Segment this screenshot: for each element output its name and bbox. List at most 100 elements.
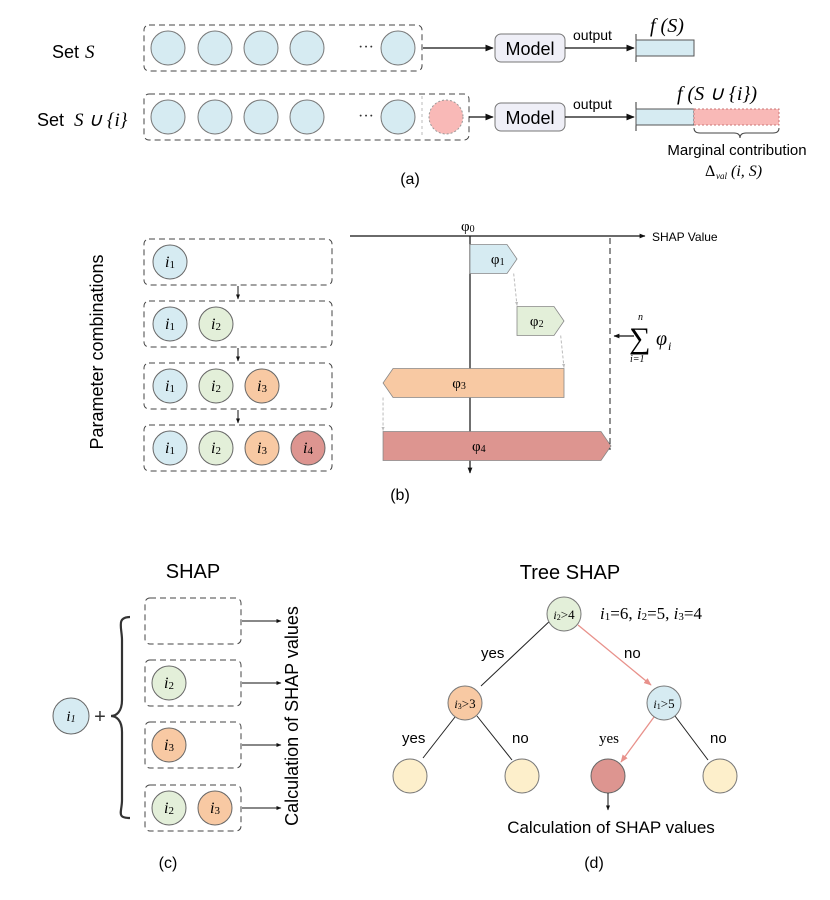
right-node: [646, 685, 682, 721]
ellipsis-2: ···: [358, 108, 374, 125]
sum-term-subscript: i: [668, 339, 671, 353]
set-element: [197, 99, 233, 135]
model-label-2: Model: [505, 108, 554, 128]
edge-label-no-right: no: [710, 730, 727, 747]
combination-box: [143, 300, 333, 348]
combination-box: [143, 424, 333, 472]
shap-bar-2: [516, 306, 565, 336]
root-node-label: i2>4: [553, 607, 575, 622]
feature-i2: [198, 306, 234, 342]
shap-bar-4: [382, 431, 612, 461]
plus-sign: +: [94, 706, 106, 728]
feature-label-i3: i3: [210, 800, 220, 817]
phi0-label: φ0: [461, 219, 475, 235]
feature-label-i4: i4: [303, 440, 313, 457]
sum-term: φ: [656, 328, 667, 350]
calculation-label: Calculation of SHAP values: [507, 818, 715, 837]
edge-label-yes-left: yes: [402, 730, 425, 747]
subset-box: [144, 721, 242, 769]
feature-i3: [244, 368, 280, 404]
new-element-i: [428, 99, 464, 135]
marginal-brace: [693, 127, 780, 139]
root-node: [546, 596, 582, 632]
feature-label-i1: i1: [165, 440, 175, 457]
set-s-union-elements: [150, 99, 416, 135]
feature-i1: [152, 368, 188, 404]
leaf-node-selected: [590, 758, 626, 794]
shap-bar-label: φ1: [491, 252, 505, 268]
caption-a: (a): [400, 171, 420, 188]
feature-i3: [244, 430, 280, 466]
combination-box: [143, 362, 333, 410]
caption-b: (b): [390, 487, 410, 504]
feature-i4: [290, 430, 326, 466]
sum-subscript: i=1: [630, 354, 645, 365]
feature-i2: [151, 665, 187, 701]
feature-label-i2: i2: [211, 440, 221, 457]
feature-label-i1: i1: [165, 378, 175, 395]
caption-c: (c): [159, 855, 178, 872]
edge-label-no-left: no: [512, 730, 529, 747]
model-label-1: Model: [505, 39, 554, 59]
base-element-label: i1: [66, 709, 75, 725]
feature-label-i3: i3: [164, 737, 174, 754]
edge-left-yes: [422, 716, 456, 759]
shap-value-axis-label: SHAP Value: [652, 230, 718, 244]
connector-line: [560, 335, 566, 368]
shap-bar-3: [382, 368, 565, 398]
feature-i2: [198, 368, 234, 404]
left-node-label: i3>3: [454, 696, 475, 711]
subset-brace: [110, 615, 131, 820]
calculation-label-vertical: Calculation of SHAP values: [282, 606, 302, 826]
f-s-part-bar: [635, 108, 695, 126]
set-s-box: [143, 24, 423, 72]
panel-a: Set S ··· Model output f (S) Set S ∪ {i}…: [37, 15, 807, 188]
set-s-label: Set: [52, 42, 79, 62]
feature-label-i1: i1: [165, 254, 175, 271]
right-node-label: i1>5: [653, 696, 674, 711]
leaf-node-4: [702, 758, 738, 794]
set-element: [150, 30, 186, 66]
caption-d: (d): [584, 855, 604, 872]
feature-i1: [152, 306, 188, 342]
delta-args: (i, S): [731, 163, 762, 180]
output-label-1: output: [573, 27, 612, 43]
parameter-combinations-label: Parameter combinations: [87, 254, 107, 449]
set-s-union-symbol: S ∪ {i}: [74, 110, 128, 131]
f-s-bar: [635, 39, 695, 57]
edge-right-no: [674, 715, 709, 761]
base-element-i1: [52, 697, 90, 735]
shap-bar-label: φ3: [452, 376, 466, 392]
feature-label-i2: i2: [211, 378, 221, 395]
feature-i2: [198, 430, 234, 466]
f-s-union-label: f (S ∪ {i}): [677, 83, 757, 105]
sum-superscript: n: [638, 312, 643, 323]
set-s-union-label: Set: [37, 110, 64, 130]
shap-bar-label: φ4: [472, 439, 486, 455]
set-element: [243, 99, 279, 135]
ellipsis: ···: [358, 39, 374, 56]
set-element: [289, 99, 325, 135]
leaf-node-2: [504, 758, 540, 794]
edge-right-yes: [620, 716, 655, 763]
edge-label-yes-root: yes: [481, 645, 504, 662]
marginal-bar: [693, 108, 780, 126]
set-element: [380, 99, 416, 135]
feature-i3: [197, 790, 233, 826]
connector-line: [513, 273, 519, 306]
edge-label-no-root: no: [624, 645, 641, 662]
tree-shap-title: Tree SHAP: [520, 562, 620, 584]
subset-box: [144, 597, 242, 645]
edge-root-right: [577, 624, 652, 686]
set-element: [380, 30, 416, 66]
delta-symbol: Δ: [705, 163, 715, 180]
output-label-2: output: [573, 96, 612, 112]
shap-title: SHAP: [166, 561, 220, 583]
sum-symbol: ∑: [629, 322, 650, 355]
